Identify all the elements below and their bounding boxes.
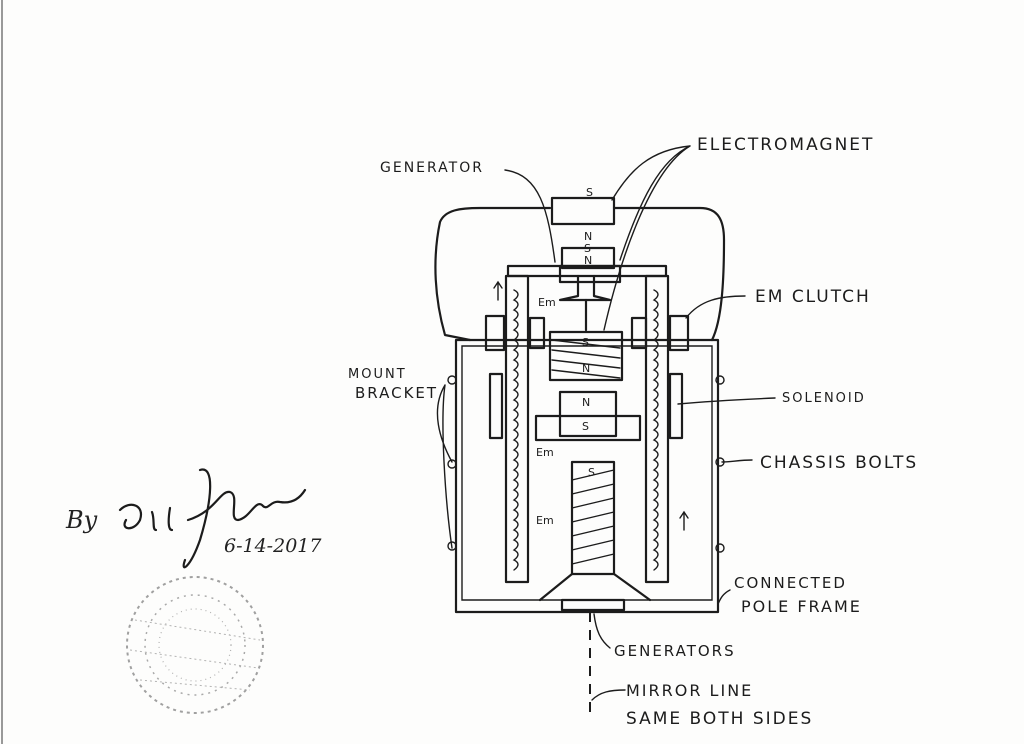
handwritten-signature [118,468,307,569]
bolt-left-1 [447,375,457,385]
right-mid-pad [668,372,684,440]
label-chassis-bolts: CHASSIS BOLTS [760,453,918,473]
label-electromagnet: ELECTROMAGNET [697,135,874,155]
leader-pole-frame [717,589,731,605]
label-mount: MOUNT [348,367,407,382]
leader-mirror-line [591,689,626,701]
label-generators: GENERATORS [614,642,736,660]
right-clutch-outer [668,314,690,352]
bracket-loop-right [612,206,726,342]
upper-solenoid-s: S [582,336,589,349]
label-em-clutch: EM CLUTCH [755,287,871,307]
label-pole-frame: POLE FRAME [741,597,862,616]
left-coil-windings [512,289,519,571]
right-up-arrow [679,510,689,531]
nsn-block [560,246,616,270]
label-generator: GENERATOR [380,160,484,176]
spiral-windings [571,469,615,565]
left-clutch-inner [528,316,546,350]
bottom-spiral-shaft [570,460,616,576]
shaft-feet [538,572,652,602]
right-coil-column [644,274,670,584]
shaft-top-cap [558,274,612,302]
em-label-1: Em [538,296,556,309]
signature-date: 6-14-2017 [224,535,322,557]
leader-mount-bracket [436,384,453,549]
upper-solenoid-windings [551,339,621,379]
upper-solenoid [548,330,624,382]
left-mid-pad [488,372,504,440]
nsn-n-top: N [584,230,592,243]
bolt-right-1 [715,375,725,385]
leader-chassis-bolts [721,459,753,463]
right-clutch-inner [630,316,648,350]
label-same-both-sides: SAME BOTH SIDES [626,709,813,729]
upper-solenoid-n: N [582,362,590,375]
label-bracket: BRACKET [355,384,438,402]
bolt-left-3 [447,541,457,551]
right-coil-windings [652,289,659,571]
leader-em-clutch [685,295,746,319]
nsn-n-bottom: N [584,254,592,267]
bracket-loop-left [434,206,552,342]
leader-generator [504,169,556,263]
label-connected: CONNECTED [734,574,847,592]
nsn-s: S [584,242,591,255]
label-mirror-line: MIRROR LINE [626,681,753,700]
leader-solenoid [677,397,776,405]
top-s-mark: S [586,186,593,199]
left-clutch-outer [484,314,506,352]
bottom-generator-blocks [560,598,626,612]
left-coil-column [504,274,530,584]
leader-electromagnet [603,145,691,331]
chassis-inner [461,345,713,601]
lower-solenoid-n: N [582,396,590,409]
lower-solenoid-block [558,390,618,438]
left-up-arrow [493,280,503,301]
lower-hatched-plate [534,414,642,442]
lower-solenoid-s: S [582,420,589,433]
notary-seal-stamp [126,576,264,714]
chassis-outer [454,338,720,614]
em-label-2: Em [536,446,554,459]
em-label-3: Em [536,514,554,527]
signature-by: By [65,506,98,534]
top-magnet-block [550,196,616,226]
bottom-shaft-s: S [588,466,595,479]
leader-generators [593,613,611,649]
label-solenoid: SOLENOID [782,391,866,406]
bolt-right-3 [715,543,725,553]
bolt-left-2 [447,459,457,469]
